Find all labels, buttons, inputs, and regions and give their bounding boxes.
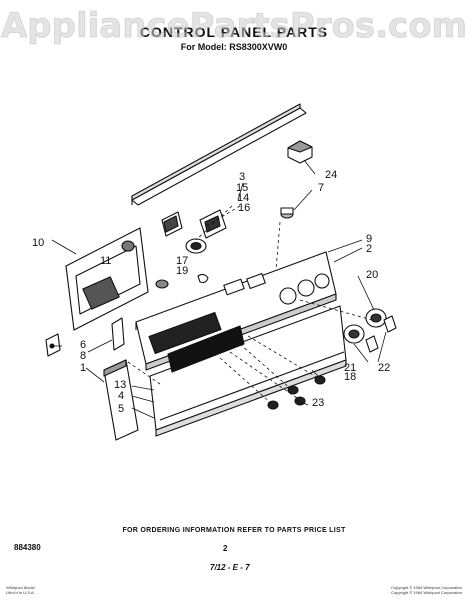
callout-2: 2 bbox=[366, 243, 373, 255]
callout-21: 21 bbox=[344, 362, 357, 374]
bracket-cluster bbox=[161, 209, 227, 254]
callout-7: 7 bbox=[318, 182, 325, 194]
callout-20: 20 bbox=[366, 269, 379, 281]
clip-parts bbox=[155, 273, 209, 289]
callout-23: 23 bbox=[312, 397, 325, 409]
corner-left-line-1: Whirlpool Model bbox=[6, 585, 35, 590]
callout-19: 19 bbox=[176, 265, 189, 277]
callout-13: 13 bbox=[114, 379, 127, 391]
side-end-piece bbox=[103, 359, 139, 441]
callout-8: 8 bbox=[80, 350, 87, 362]
callout-11: 11 bbox=[100, 255, 112, 267]
trim-strip bbox=[131, 103, 307, 206]
callout-4: 4 bbox=[118, 390, 125, 402]
callout-24: 24 bbox=[325, 169, 338, 181]
watermark: AppliancePartsPros.com bbox=[0, 6, 467, 47]
control-module bbox=[65, 227, 149, 331]
callout-10: 10 bbox=[32, 237, 45, 249]
callout-9: 9 bbox=[366, 233, 373, 245]
page-title: CONTROL PANEL PARTS bbox=[139, 24, 329, 40]
corner-left-line-2: Litho'd In U.S.A. bbox=[6, 590, 35, 595]
backing-panel bbox=[149, 305, 347, 437]
model-label: For Model: RS8300XVW0 bbox=[180, 42, 288, 52]
callout-18: 18 bbox=[344, 371, 357, 383]
callout-16: 16 bbox=[238, 202, 251, 214]
end-cap bbox=[287, 140, 313, 164]
corner-text-left: Whirlpool Model Litho'd In U.S.A. bbox=[6, 585, 35, 595]
page-number: 2 bbox=[223, 544, 228, 553]
callout-lines bbox=[50, 159, 387, 419]
callout-6: 6 bbox=[80, 339, 87, 351]
callout-3: 3 bbox=[239, 171, 246, 183]
corner-right-line-1: Copyright © 1984 Whirlpool Corporation bbox=[391, 585, 462, 590]
callout-22: 22 bbox=[378, 362, 391, 374]
knobs bbox=[343, 308, 397, 353]
corner-right-line-2: Copyright © 1984 Whirlpool Corporation bbox=[391, 590, 462, 595]
callout-15: 15 bbox=[236, 182, 249, 194]
ordering-note: FOR ORDERING INFORMATION REFER TO PARTS … bbox=[122, 527, 346, 534]
part-number: 884380 bbox=[14, 543, 41, 552]
callout-5: 5 bbox=[118, 403, 125, 415]
leader-lines bbox=[127, 205, 373, 405]
callout-14: 14 bbox=[237, 192, 250, 204]
callout-17: 17 bbox=[176, 255, 189, 267]
bushing bbox=[280, 207, 294, 219]
callout-1: 1 bbox=[80, 362, 87, 374]
corner-text-right: Copyright © 1984 Whirlpool Corporation C… bbox=[391, 585, 462, 595]
doc-code: 7/12 - E - 7 bbox=[210, 563, 250, 572]
